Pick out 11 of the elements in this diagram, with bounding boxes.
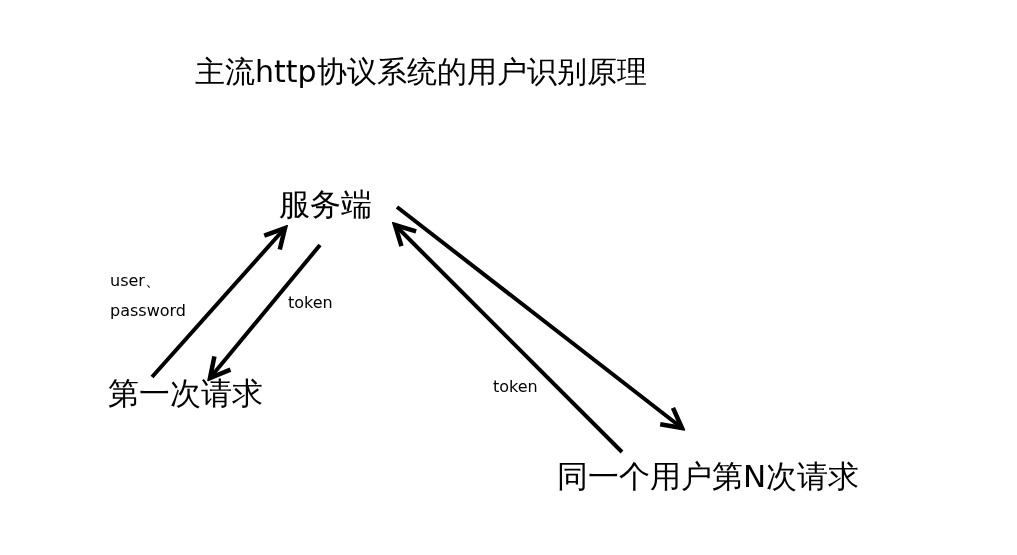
node-label: 同一个用户第N次请求 [557, 458, 860, 496]
edge-label: token [493, 376, 539, 398]
node-label: 第一次请求 [108, 375, 263, 413]
diagram-title: 主流http协议系统的用户识别原理 [195, 53, 647, 91]
node-label: 服务端 [279, 186, 372, 224]
arrow [150, 225, 288, 379]
edge-label: user、password [110, 270, 187, 323]
edge-label: token [288, 292, 334, 314]
arrow [207, 243, 322, 381]
arrow [395, 205, 685, 431]
arrow [392, 222, 624, 454]
